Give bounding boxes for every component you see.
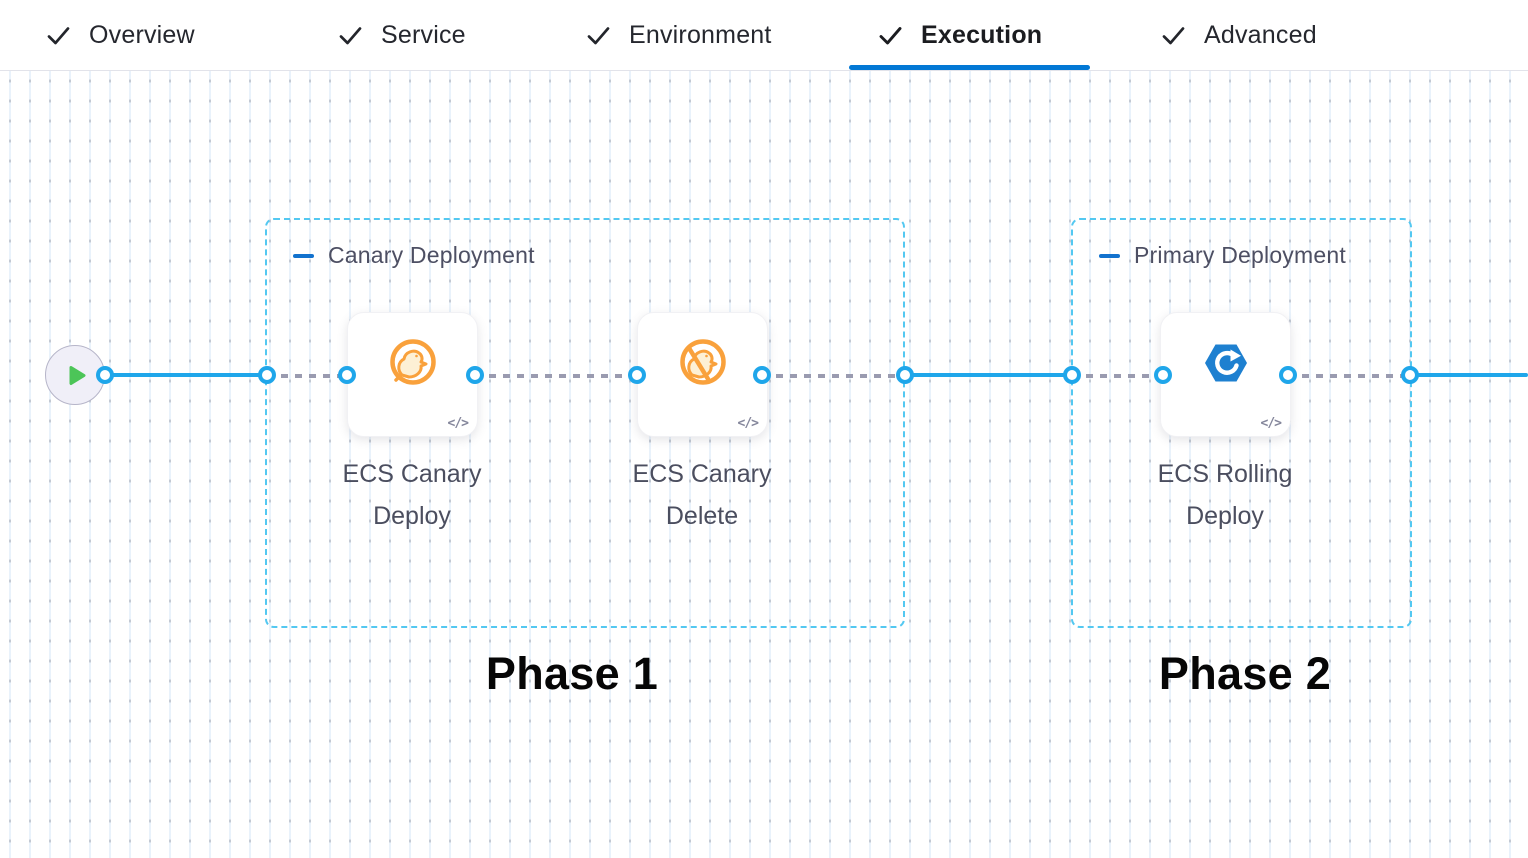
ecs-rolling-hexagon-icon [1203, 341, 1249, 390]
phase-2-label: Phase 2 [1158, 648, 1332, 699]
connector-line [905, 373, 1072, 377]
connector-port[interactable] [1063, 366, 1081, 384]
tab-label: Overview [89, 20, 195, 49]
connector-port[interactable] [258, 366, 276, 384]
active-tab-underline [849, 65, 1090, 70]
connector-port[interactable] [753, 366, 771, 384]
pipeline-canvas[interactable]: Canary Deployment Primary Deployment </> [0, 71, 1528, 858]
collapse-minus-icon[interactable] [1099, 253, 1120, 258]
canary-bird-icon [388, 337, 438, 392]
connector-line-dashed [1072, 374, 1163, 378]
tab-label: Advanced [1204, 20, 1317, 49]
connector-line-dashed [1288, 374, 1410, 378]
code-template-badge: </> [1260, 416, 1283, 431]
check-icon [45, 22, 72, 49]
tab-label: Service [381, 20, 466, 49]
stage-group-canary-deployment: Canary Deployment [265, 218, 905, 628]
step-card-ecs-canary-deploy[interactable]: </> [347, 312, 478, 437]
phase-1-label: Phase 1 [485, 648, 659, 699]
code-template-badge: </> [447, 416, 470, 431]
connector-port[interactable] [466, 366, 484, 384]
tab-service[interactable]: Service [337, 0, 466, 70]
play-icon [63, 363, 88, 388]
check-icon [585, 22, 612, 49]
connector-line [1410, 373, 1528, 377]
tab-environment[interactable]: Environment [585, 0, 772, 70]
connector-port[interactable] [1279, 366, 1297, 384]
code-template-badge: </> [737, 416, 760, 431]
connector-line-dashed [267, 374, 347, 378]
check-icon [337, 22, 364, 49]
step-card-ecs-canary-delete[interactable]: </> [637, 312, 768, 437]
tab-label: Environment [629, 20, 772, 49]
connector-port[interactable] [96, 366, 114, 384]
connector-port[interactable] [628, 366, 646, 384]
wizard-tab-bar: Overview Service Environment Execution A… [0, 0, 1528, 71]
step-label: ECS Rolling Deploy [1157, 460, 1293, 530]
connector-port[interactable] [338, 366, 356, 384]
connector-port[interactable] [896, 366, 914, 384]
step-label: ECS Canary Delete [632, 460, 772, 530]
tab-overview[interactable]: Overview [45, 0, 195, 70]
tab-label: Execution [921, 20, 1043, 49]
stage-group-primary-deployment: Primary Deployment [1071, 218, 1412, 628]
canary-bird-slash-icon [678, 337, 728, 392]
step-label: ECS Canary Deploy [342, 460, 482, 530]
connector-line-dashed [762, 374, 905, 378]
step-card-ecs-rolling-deploy[interactable]: </> [1160, 312, 1291, 437]
tab-advanced[interactable]: Advanced [1160, 0, 1317, 70]
connector-port[interactable] [1401, 366, 1419, 384]
check-icon [877, 22, 904, 49]
check-icon [1160, 22, 1187, 49]
group-header: Canary Deployment [293, 242, 535, 269]
connector-port[interactable] [1154, 366, 1172, 384]
connector-line [100, 373, 272, 377]
tab-execution[interactable]: Execution [877, 0, 1042, 70]
connector-line-dashed [475, 374, 637, 378]
group-title: Primary Deployment [1134, 242, 1346, 268]
collapse-minus-icon[interactable] [293, 253, 314, 258]
group-title: Canary Deployment [328, 242, 535, 268]
group-header: Primary Deployment [1099, 242, 1346, 269]
